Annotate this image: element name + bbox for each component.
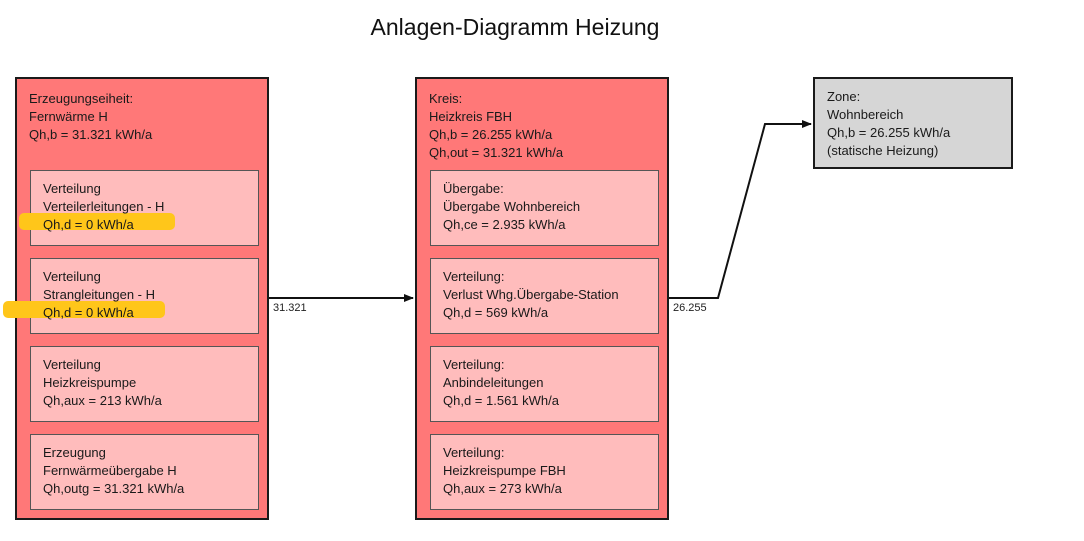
diagram-title: Anlagen-Diagramm Heizung <box>370 14 660 40</box>
block-line: Qh,d = 1.561 kWh/a <box>443 393 559 408</box>
block-line: Heizkreispumpe <box>43 375 137 390</box>
generator-block-heizkreispumpe[interactable]: Verteilung Heizkreispumpe Qh,aux = 213 k… <box>30 346 259 422</box>
block-line: Qh,outg = 31.321 kWh/a <box>43 481 185 496</box>
block-line: Qh,ce = 2.935 kWh/a <box>443 217 566 232</box>
flow-arrow-circuit-zone <box>669 120 812 299</box>
generator-header-line: Qh,b = 31.321 kWh/a <box>29 127 153 142</box>
block-line: Verteilung: <box>443 269 505 284</box>
block-line: Übergabe: <box>443 181 504 196</box>
block-line: Heizkreispumpe FBH <box>443 463 566 478</box>
circuit-block-heizkreispumpe-fbh[interactable]: Verteilung: Heizkreispumpe FBH Qh,aux = … <box>430 434 659 510</box>
block-line: Strangleitungen - H <box>43 287 156 302</box>
circuit-block-anbindeleitungen[interactable]: Verteilung: Anbindeleitungen Qh,d = 1.56… <box>430 346 659 422</box>
generator-panel[interactable]: Erzeugungseiheit: Fernwärme H Qh,b = 31.… <box>3 77 269 520</box>
circuit-header: Kreis: Heizkreis FBH Qh,b = 26.255 kWh/a… <box>429 90 563 162</box>
block-line: Erzeugung <box>43 445 106 460</box>
block-line: Verteilung: <box>443 357 505 372</box>
highlight-mark <box>3 301 165 318</box>
circuit-header-line: Qh,b = 26.255 kWh/a <box>429 127 553 142</box>
generator-header-line: Erzeugungseiheit: <box>29 91 134 106</box>
circuit-header-line: Kreis: <box>429 91 463 106</box>
block-line: Qh,d = 0 kWh/a <box>43 305 134 320</box>
zone-box[interactable]: Zone: Wohnbereich Qh,b = 26.255 kWh/a (s… <box>813 77 1013 169</box>
block-line: Verteilung: <box>443 445 505 460</box>
block-line: Verteilerleitungen - H <box>43 199 165 214</box>
block-line: Qh,aux = 273 kWh/a <box>443 481 562 496</box>
generator-block-verteilerleitungen[interactable]: Verteilung Verteilerleitungen - H Qh,d =… <box>19 170 259 246</box>
generator-block-fernwaermeuebergabe[interactable]: Erzeugung Fernwärmeübergabe H Qh,outg = … <box>30 434 259 510</box>
circuit-panel[interactable]: Kreis: Heizkreis FBH Qh,b = 26.255 kWh/a… <box>415 77 669 520</box>
block-line: Übergabe Wohnbereich <box>443 199 581 214</box>
block-line: Verteilung <box>43 181 101 196</box>
flow-label-generator-circuit: 31.321 <box>273 302 307 314</box>
block-line: Fernwärmeübergabe H <box>43 463 177 478</box>
flow-label-circuit-zone: 26.255 <box>673 302 707 314</box>
generator-header: Erzeugungseiheit: Fernwärme H Qh,b = 31.… <box>29 90 152 144</box>
zone-line: Wohnbereich <box>827 107 904 122</box>
circuit-header-line: Heizkreis FBH <box>429 109 513 124</box>
block-line: Verteilung <box>43 357 101 372</box>
circuit-block-uebergabe[interactable]: Übergabe: Übergabe Wohnbereich Qh,ce = 2… <box>430 170 659 246</box>
zone-line: Zone: <box>827 89 861 104</box>
generator-header-line: Fernwärme H <box>29 109 108 124</box>
block-line: Verteilung <box>43 269 101 284</box>
highlight-mark <box>19 213 175 230</box>
block-line: Qh,d = 0 kWh/a <box>43 217 134 232</box>
block-line: Verlust Whg.Übergabe-Station <box>443 287 619 302</box>
block-line: Anbindeleitungen <box>443 375 544 390</box>
zone-line: (statische Heizung) <box>827 143 939 158</box>
generator-block-strangleitungen[interactable]: Verteilung Strangleitungen - H Qh,d = 0 … <box>3 258 259 334</box>
block-line: Qh,d = 569 kWh/a <box>443 305 549 320</box>
block-line: Qh,aux = 213 kWh/a <box>43 393 162 408</box>
zone-line: Qh,b = 26.255 kWh/a <box>827 125 951 140</box>
circuit-header-line: Qh,out = 31.321 kWh/a <box>429 145 564 160</box>
circuit-block-verlust-station[interactable]: Verteilung: Verlust Whg.Übergabe-Station… <box>430 258 659 334</box>
